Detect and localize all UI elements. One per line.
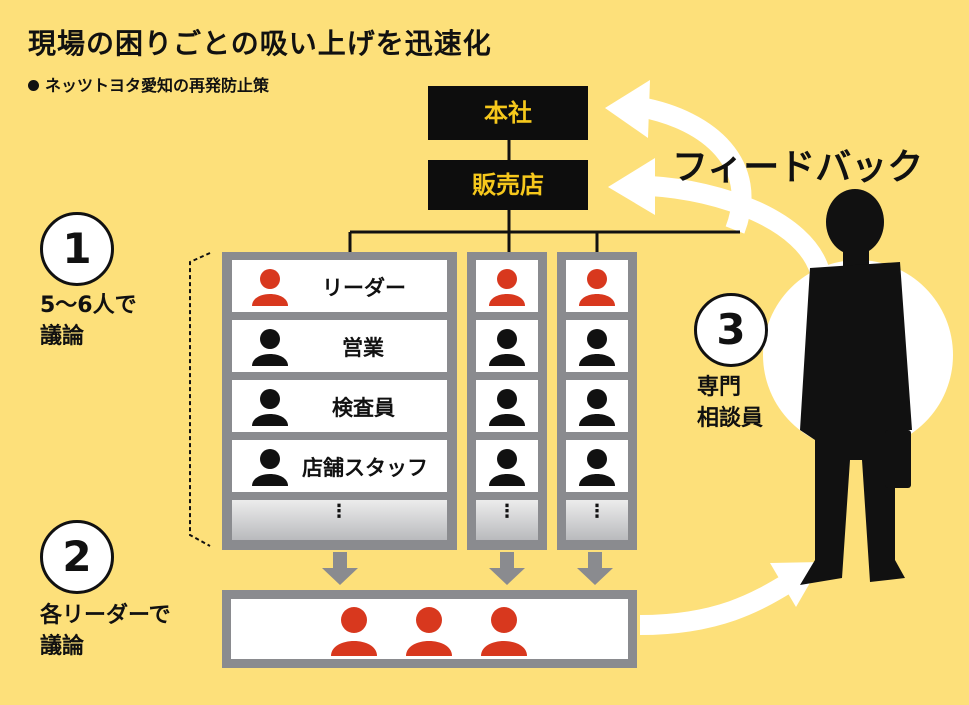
team-panel-3: ⋮ [557,252,637,550]
team2-row-member [476,320,538,372]
ellipsis-vertical: ⋮ [588,501,606,522]
team-panel-main: リーダー 営業 検査員 店舗スタッフ ⋮ [222,252,457,550]
dealer-box: 販売店 [428,160,588,210]
step3-label-line2: 相談員 [697,406,764,431]
role-label-sales: 営業 [342,336,384,360]
team-bracket [189,252,211,547]
role-label-staff: 店舗スタッフ [302,456,428,480]
member-person-icon [489,329,525,366]
team3-row-member [566,320,628,372]
team2-row-member [476,380,538,432]
team-row-leader: リーダー [232,260,447,312]
step1-label: 5～6人で 議論 [40,290,137,352]
step2-number: 2 [40,520,114,594]
team-row-sales: 営業 [232,320,447,372]
leader-person-icon [579,269,615,306]
step1-label-line1: 5～6人で [40,293,137,318]
step1-label-line2: 議論 [40,324,85,349]
leaders-meeting-panel [222,590,637,668]
bullet-icon [28,80,39,91]
team-panel-2: ⋮ [467,252,547,550]
step3-number: 3 [694,293,768,367]
leader-person-icon [252,269,288,306]
ellipsis-vertical: ⋮ [330,501,348,522]
step1-number: 1 [40,212,114,286]
feedback-arrow-to-hq-head [605,80,650,138]
upward-arrow-to-consultant [639,573,796,635]
step2-label-line2: 議論 [40,634,85,659]
team3-row-member [566,380,628,432]
team3-row-member [566,440,628,492]
feedback-label: フィードバック [672,147,924,188]
team2-row-more: ⋮ [476,500,538,540]
feedback-arrow-to-dealer [649,176,830,276]
member-person-icon [489,389,525,426]
member-person-icon [252,389,288,426]
ellipsis-vertical: ⋮ [498,501,516,522]
down-arrow-team3 [577,552,613,585]
step3-label: 専門 相談員 [697,372,763,434]
leader-person-icon [406,607,452,656]
page-title: 現場の困りごとの吸い上げを迅速化 [28,27,492,60]
team2-row-member [476,440,538,492]
role-label-leader: リーダー [322,276,406,300]
leaders-meeting-row [231,599,628,659]
member-person-icon [579,329,615,366]
team-row-inspector: 検査員 [232,380,447,432]
member-person-icon [579,389,615,426]
member-person-icon [579,449,615,486]
team-row-staff: 店舗スタッフ [232,440,447,492]
page-subtitle: ネッツトヨタ愛知の再発防止策 [28,72,269,96]
hq-box: 本社 [428,86,588,140]
feedback-arrow-to-dealer-head [608,158,655,215]
subtitle-text: ネッツトヨタ愛知の再発防止策 [45,76,270,95]
team-row-more: ⋮ [232,500,447,540]
leader-person-icon [481,607,527,656]
member-person-icon [489,449,525,486]
consultant-silhouette [800,189,912,585]
team2-row-leader [476,260,538,312]
member-person-icon [252,449,288,486]
member-person-icon [252,329,288,366]
down-arrow-team2 [489,552,525,585]
step3-label-line1: 専門 [697,375,742,400]
team3-row-more: ⋮ [566,500,628,540]
step2-label: 各リーダーで 議論 [40,600,171,662]
role-label-inspector: 検査員 [332,396,395,420]
down-arrow-team1 [322,552,358,585]
step2-label-line1: 各リーダーで [40,603,171,628]
leader-person-icon [489,269,525,306]
team3-row-leader [566,260,628,312]
leader-person-icon [331,607,377,656]
